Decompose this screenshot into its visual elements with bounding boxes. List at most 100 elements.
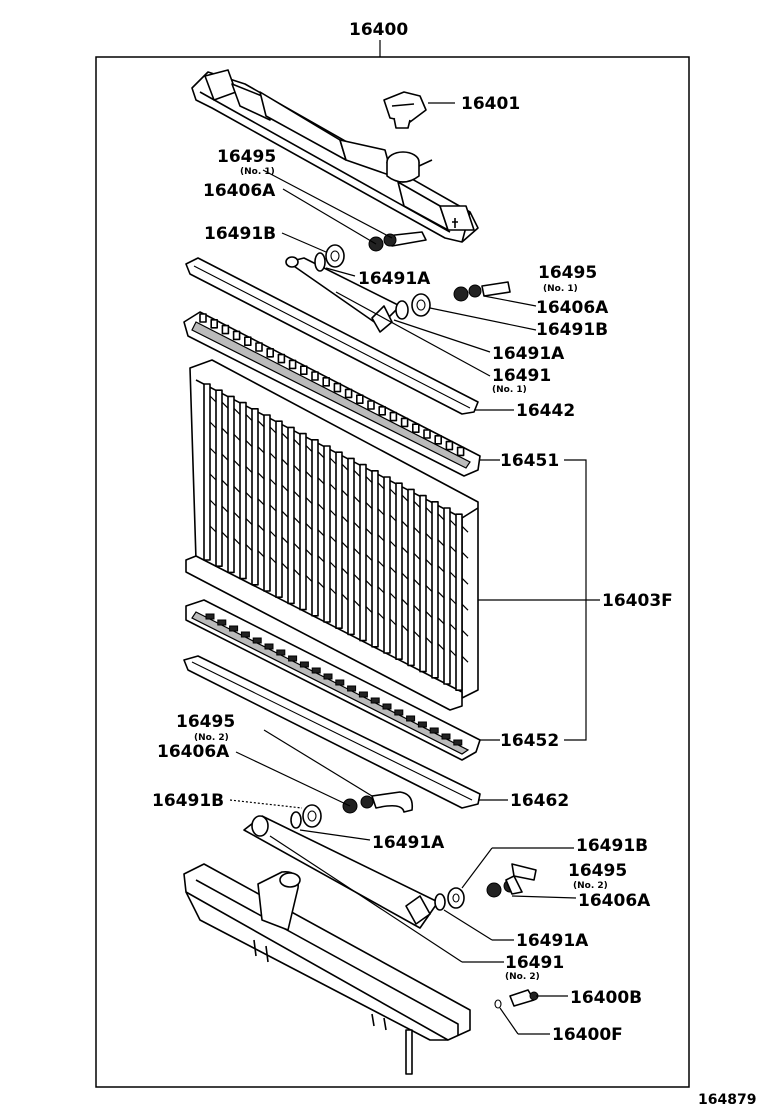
label-16495-top: 16495: [217, 147, 276, 167]
core-fin: [329, 561, 337, 569]
core-fin: [257, 472, 265, 480]
header-slot: [394, 709, 404, 716]
label-16406A-top: 16406A: [203, 181, 276, 201]
core-fin: [317, 503, 325, 511]
core-fin: [269, 530, 277, 538]
core-tube: [287, 426, 295, 605]
core-fin: [461, 551, 469, 559]
core-fin: [449, 571, 457, 579]
core-fin: [341, 515, 349, 523]
core-fin: [317, 529, 325, 537]
label-16491A-top: 16491A: [358, 269, 431, 289]
core-fin: [377, 508, 385, 516]
core-fin: [245, 518, 253, 526]
core-fin: [281, 536, 289, 544]
core-fin: [377, 586, 385, 594]
core-fin: [233, 407, 241, 415]
header-slot: [240, 631, 250, 638]
label-16400F: 16400F: [552, 1025, 623, 1045]
header-tooth: [411, 423, 420, 434]
core-fin: [209, 447, 217, 455]
header-slot: [417, 721, 427, 728]
core-fin: [461, 577, 469, 585]
label-16491A-mid: 16491A: [372, 833, 445, 853]
core-tube: [275, 420, 283, 599]
header-slot: [205, 613, 215, 620]
core-fin: [317, 477, 325, 485]
core-tube: [419, 494, 427, 673]
core-fin: [293, 568, 301, 576]
core-fin: [353, 495, 361, 503]
header-tooth: [288, 359, 297, 370]
core-fin: [305, 575, 313, 583]
core-fin: [281, 458, 289, 466]
core-fin: [281, 562, 289, 570]
core-fin: [305, 445, 313, 453]
sublabel-16491-lower: (No. 2): [505, 972, 540, 982]
header-tooth: [333, 382, 342, 393]
lower-gasket: [183, 655, 481, 809]
core-fin: [317, 555, 325, 563]
header-slot: [382, 703, 392, 710]
core-fin: [401, 598, 409, 606]
core-fin: [377, 534, 385, 542]
core-tube: [335, 451, 343, 630]
core-fin: [449, 649, 457, 657]
header-tooth: [367, 400, 375, 410]
core-tube: [455, 513, 463, 692]
header-slot: [406, 715, 416, 722]
core-fin: [341, 489, 349, 497]
top-drain-plug: [368, 231, 427, 252]
sublabel-16495-top: (No. 1): [240, 167, 275, 177]
core-fin: [437, 591, 445, 599]
core-fin: [269, 504, 277, 512]
core-fin: [305, 549, 313, 557]
header-tooth: [389, 411, 398, 422]
core-fin: [449, 597, 457, 605]
upper-header-plate: [183, 311, 481, 477]
sublabel-16495-right: (No. 1): [543, 284, 578, 294]
core-tube: [323, 445, 331, 623]
core-fin: [257, 524, 265, 532]
header-slot: [252, 637, 262, 644]
core-fin: [329, 457, 337, 465]
core-tube: [263, 414, 271, 592]
header-slot: [311, 667, 321, 674]
core-fin: [401, 494, 409, 502]
label-16495-right: 16495: [538, 263, 597, 283]
core-fin: [233, 537, 241, 545]
core-fin: [401, 520, 409, 528]
sublabel-16495-mid: (No. 2): [194, 733, 229, 743]
header-tooth: [277, 353, 286, 364]
header-slot: [453, 739, 463, 746]
core-tube: [395, 482, 403, 661]
core-fin: [353, 599, 361, 607]
core-fin: [257, 498, 265, 506]
header-tooth: [266, 347, 275, 358]
drain-cock: [494, 989, 539, 1009]
label-16495-low: 16495: [568, 861, 627, 881]
header-tooth: [299, 365, 308, 376]
core-fin: [353, 547, 361, 555]
core-fin: [293, 490, 301, 498]
label-16442: 16442: [516, 401, 575, 421]
radiator-cap: [383, 91, 427, 129]
core-tube: [203, 383, 211, 561]
core-fin: [245, 544, 253, 552]
header-tooth: [210, 318, 218, 329]
core-fin: [401, 624, 409, 632]
core-fin: [245, 440, 253, 448]
diagram-id: 164879: [698, 1092, 756, 1108]
core-fin: [365, 502, 373, 510]
core-fin: [221, 479, 229, 487]
header-slot: [370, 697, 380, 704]
core-fin: [449, 545, 457, 553]
core-fin: [269, 426, 277, 434]
core-fin: [425, 559, 433, 567]
lower-right-drain: [486, 863, 537, 898]
header-slot: [358, 691, 368, 698]
label-16452: 16452: [500, 731, 559, 751]
header-tooth: [423, 429, 431, 439]
label-16401: 16401: [461, 94, 520, 114]
header-slot: [276, 649, 286, 656]
